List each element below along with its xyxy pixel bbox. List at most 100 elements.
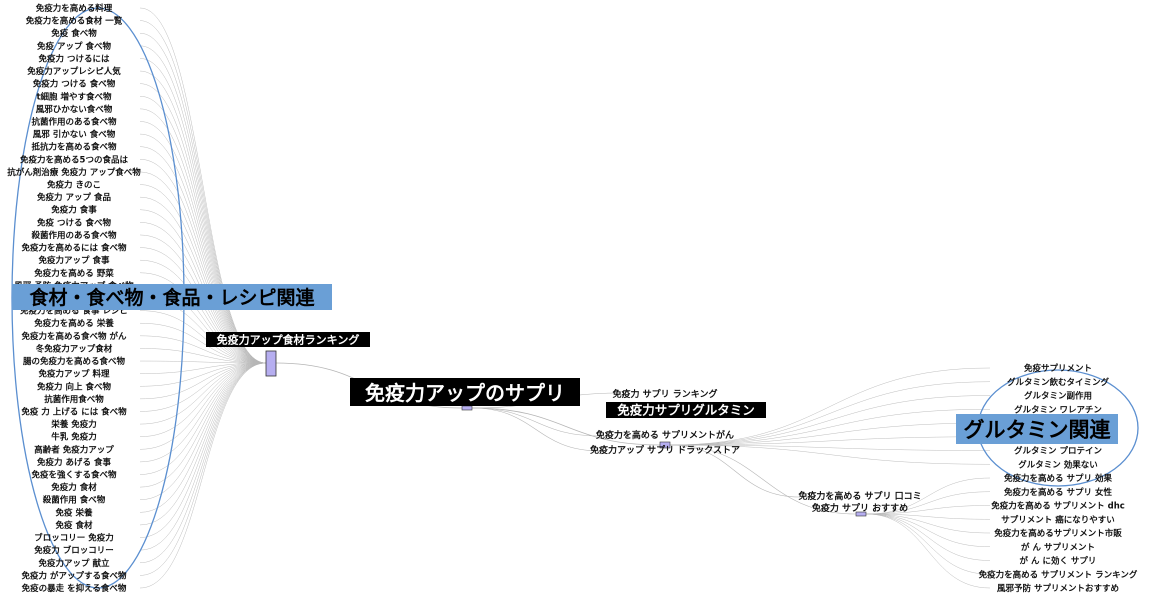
right-leaf-label[interactable]: が ん に効く サプリ: [1020, 556, 1097, 567]
left-leaf-label[interactable]: 免疫力 あげる 食事: [37, 457, 111, 468]
left-leaf-label[interactable]: 免疫力 向上 食べ物: [37, 381, 111, 392]
left-leaf-label[interactable]: 免疫力アップ 献立: [39, 558, 110, 569]
tree-edge: [669, 422, 991, 446]
right-leaf-label[interactable]: 風邪予防 サプリメントおすすめ: [997, 583, 1119, 594]
left-leaf-label[interactable]: 免疫力 ブロッコリー: [34, 545, 113, 556]
left-leaf-label[interactable]: 殺菌作用 食べ物: [42, 495, 106, 506]
left-leaf-label[interactable]: 抗がん剤治療 免疫力 アップ食べ物: [7, 167, 141, 178]
left-leaf-label[interactable]: 免疫 つける 食べ物: [37, 217, 111, 228]
left-leaf-label[interactable]: 免疫力 つける 食べ物: [33, 79, 116, 90]
recommend-node[interactable]: [855, 511, 867, 517]
left-leaf-label[interactable]: 風邪ひかない食べ物: [36, 104, 113, 115]
left-leaf-label[interactable]: 免疫力を高める食べ物 がん: [22, 331, 127, 342]
tree-edge: [139, 362, 267, 488]
left-leaf-label[interactable]: 高齢者 免疫力アップ: [34, 444, 114, 455]
right-leaf-label[interactable]: 免疫力を高める サプリメント ランキング: [979, 569, 1138, 580]
mid-label[interactable]: 免疫力を高める サプリメントがん: [596, 429, 734, 441]
glutamine-label: 免疫力サプリグルタミン: [617, 403, 755, 418]
left-leaf-label[interactable]: 牛乳 免疫力: [51, 432, 96, 443]
left-leaf-label[interactable]: 免疫力アップ 料理: [39, 369, 110, 380]
tree-edge: [669, 381, 991, 446]
tree-edge: [669, 409, 991, 446]
left-leaf-label[interactable]: 抵抗力を高める食べ物: [31, 142, 117, 153]
right-leaf-label[interactable]: グルタミン ワレアチン: [1014, 404, 1102, 415]
tree-edge: [139, 360, 267, 364]
tree-edge: [139, 310, 267, 364]
glutamine-node[interactable]: [659, 441, 671, 449]
left-leaf-label[interactable]: 免疫 アップ 食べ物: [37, 41, 111, 52]
tree-edge: [139, 335, 267, 364]
left-leaf-label[interactable]: 免疫力を高める 野菜: [34, 268, 114, 279]
tree-edge: [669, 444, 857, 515]
left-leaf-label[interactable]: 免疫力 きのこ: [47, 180, 101, 191]
right-leaf-label[interactable]: が ん サプリメント: [1021, 542, 1095, 553]
right-leaf-label[interactable]: グルタミン飲むタイミング: [1007, 377, 1110, 388]
food-ranking-label-bg: [206, 332, 370, 347]
tree-edge: [139, 362, 267, 538]
left-leaf-label[interactable]: 免疫力を高める料理: [36, 3, 113, 14]
left-leaf-label[interactable]: t細胞 増やす食べ物: [36, 91, 112, 102]
tree-edge: [471, 407, 661, 446]
right-leaf-label[interactable]: グルタミン副作用: [1024, 391, 1092, 402]
right-cluster-label-bg: [956, 414, 1118, 444]
left-leaf-label[interactable]: 免疫力 食材: [51, 482, 97, 493]
right-leaf-label[interactable]: 免疫力を高める サプリ 効果: [1004, 473, 1112, 484]
left-leaf-label[interactable]: 免疫力 つけるには: [39, 53, 110, 64]
left-leaf-label[interactable]: 冬免疫力アップ食材: [36, 343, 113, 354]
left-leaf-label[interactable]: 免疫の暴走 を抑える食べ物: [22, 583, 127, 594]
tree-edge: [139, 96, 267, 364]
mid-label[interactable]: 免疫力 サプリ ランキング: [613, 388, 718, 400]
root-label-bg: [350, 378, 580, 406]
right-leaf-label[interactable]: グルタミン 効果ない: [1018, 459, 1097, 470]
left-leaf-label[interactable]: 免疫力 がアップする食べ物: [22, 570, 127, 581]
tree-edge: [139, 322, 267, 364]
mid-label[interactable]: 免疫力 サプリ おすすめ: [812, 502, 908, 514]
left-leaf-label[interactable]: 免疫力 アップ 食品: [37, 192, 111, 203]
tree-edge: [139, 362, 267, 387]
left-leaf-label[interactable]: 腸の免疫力を高める食べ物: [23, 356, 126, 367]
tree-edge: [139, 184, 267, 364]
left-leaf-label[interactable]: 免疫力を高める 食事 レシピ: [20, 306, 128, 317]
tree-edge: [139, 348, 267, 364]
right-leaf-label[interactable]: 免疫力を高めるサプリメント市販: [994, 528, 1122, 539]
left-leaf-label[interactable]: 免疫力を高める5つの食品は: [20, 154, 128, 165]
tree-edge: [139, 58, 267, 364]
left-leaf-label[interactable]: 免疫力を高める食材 一覧: [26, 16, 123, 27]
left-leaf-label[interactable]: 抗菌作用のある食べ物: [31, 116, 117, 127]
left-leaf-label[interactable]: 免疫を強くする食べ物: [31, 470, 117, 481]
left-leaf-label[interactable]: 免疫力アップ 食事: [39, 255, 110, 266]
right-leaf-label[interactable]: サプリメント 癌になりやすい: [1001, 514, 1114, 525]
left-leaf-label[interactable]: 免疫 食べ物: [51, 28, 97, 39]
right-leaf-label[interactable]: 免疫サプリメント: [1024, 363, 1092, 374]
left-leaf-label[interactable]: 免疫力を高めるには 食べ物: [22, 243, 127, 254]
food-ranking-node[interactable]: [265, 350, 277, 377]
edge-layer: [139, 7, 991, 589]
left-leaf-label[interactable]: 免疫力を高める 栄養: [34, 318, 114, 329]
tree-edge: [139, 259, 267, 364]
left-leaf-label[interactable]: 殺菌作用のある食べ物: [30, 230, 117, 241]
tree-edge: [139, 159, 267, 364]
left-leaf-label[interactable]: 免疫 力 上げる には 食べ物: [21, 406, 127, 417]
mid-label[interactable]: 免疫力アップ サプリ ドラックストア: [590, 444, 740, 456]
left-leaf-label[interactable]: ブロッコリー 免疫力: [34, 533, 113, 544]
tree-edge: [865, 505, 991, 515]
right-leaf-label[interactable]: 免疫力を高める サプリメント dhc: [991, 501, 1125, 512]
tree-edge: [139, 362, 267, 589]
tree-edge: [139, 32, 267, 364]
right-leaf-label[interactable]: グルタミン プロテイン: [1014, 446, 1102, 457]
left-leaf-label[interactable]: 風邪 引かない 食べ物: [33, 129, 116, 140]
root-label: 免疫力アップのサプリ: [365, 381, 565, 405]
left-leaf-label[interactable]: 免疫力アップレシピ人気: [27, 66, 121, 77]
tree-edge: [139, 108, 267, 364]
left-leaf-label[interactable]: 免疫 食材: [56, 520, 93, 531]
mid-label[interactable]: 免疫力を高める サプリ 口コミ: [798, 490, 921, 502]
left-leaf-label[interactable]: 免疫 栄養: [56, 507, 93, 518]
tree-edge: [139, 362, 267, 437]
root-node[interactable]: [461, 405, 473, 411]
tree-edge: [865, 513, 991, 547]
left-leaf-label[interactable]: 抗菌作用食べ物: [44, 394, 104, 405]
right-leaf-label[interactable]: 免疫力を高める サプリ 女性: [1004, 487, 1112, 498]
left-leaf-label[interactable]: 栄養 免疫力: [50, 419, 96, 430]
left-leaf-label[interactable]: 免疫力 食事: [51, 205, 97, 216]
